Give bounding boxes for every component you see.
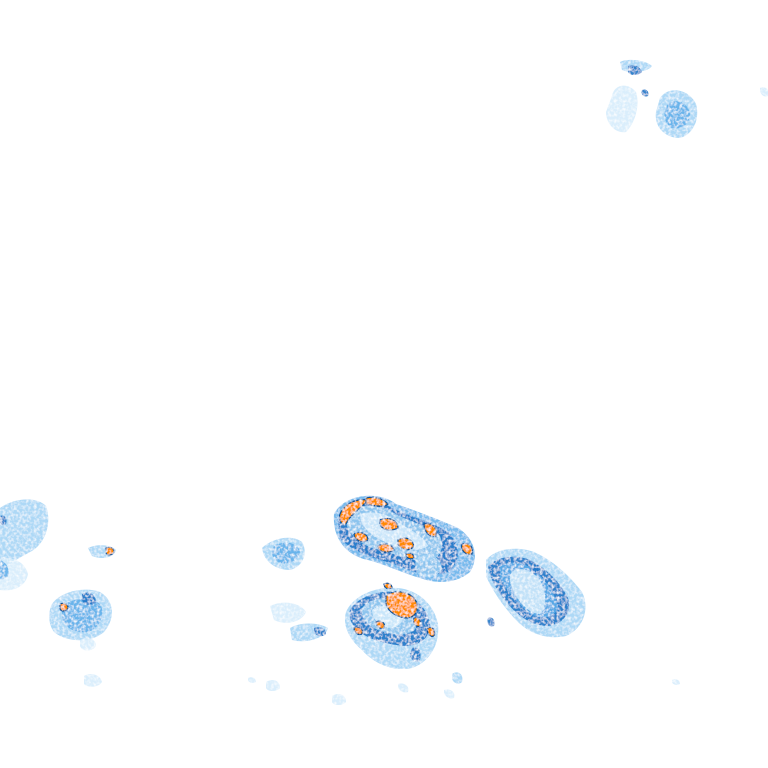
rain-band-medium	[664, 101, 690, 129]
rain-core	[385, 591, 418, 619]
cell-small-west-central	[262, 537, 328, 642]
rain-band-light	[266, 680, 280, 691]
rain-band-light	[0, 499, 49, 572]
rain-core	[375, 620, 385, 630]
rain-core	[105, 546, 115, 556]
rain-core	[461, 542, 473, 555]
rain-core	[426, 626, 436, 637]
cell-west-upper	[0, 499, 49, 591]
cell-central-large	[333, 495, 475, 582]
rain-band-heavy	[0, 515, 7, 525]
rain-band-light	[760, 87, 768, 97]
rain-band-light	[415, 554, 442, 578]
rain-band-light	[270, 602, 306, 623]
rain-core	[353, 626, 363, 636]
rain-band-light	[248, 677, 256, 683]
rain-band-heavy	[641, 89, 649, 97]
rain-core	[365, 496, 389, 507]
rain-band-light	[444, 689, 455, 699]
rain-band-light	[452, 672, 463, 684]
cell-small-south	[248, 87, 768, 705]
rain-band-medium	[271, 542, 300, 564]
rain-band-heavy	[410, 647, 421, 662]
cell-west-lower	[49, 545, 116, 687]
rain-core	[353, 531, 369, 543]
rain-core	[338, 499, 370, 525]
rain-band-light	[332, 694, 346, 705]
rain-band-medium	[62, 598, 103, 633]
rain-band-light	[84, 674, 102, 687]
rain-core	[379, 517, 399, 531]
cell-northeast	[606, 59, 698, 138]
rain-core	[383, 582, 393, 590]
rain-band-light	[606, 85, 638, 133]
rain-band-medium	[0, 560, 9, 580]
rain-band-heavy	[487, 617, 495, 627]
cell-central-south	[344, 582, 439, 670]
rain-core	[423, 523, 437, 537]
rain-core	[405, 552, 415, 560]
rain-band-heavy	[82, 592, 96, 605]
cell-east	[486, 548, 586, 638]
rain-core	[397, 537, 415, 551]
rain-core	[59, 602, 69, 612]
rain-band-heavy	[314, 627, 326, 637]
rain-core	[377, 543, 395, 553]
rain-band-light	[80, 638, 96, 651]
rain-core	[412, 616, 422, 627]
rain-band-light	[509, 569, 546, 614]
rain-band-light	[398, 683, 409, 693]
rain-band-light	[672, 679, 680, 685]
rain-band-heavy	[530, 565, 539, 575]
rain-band-heavy	[628, 65, 642, 75]
